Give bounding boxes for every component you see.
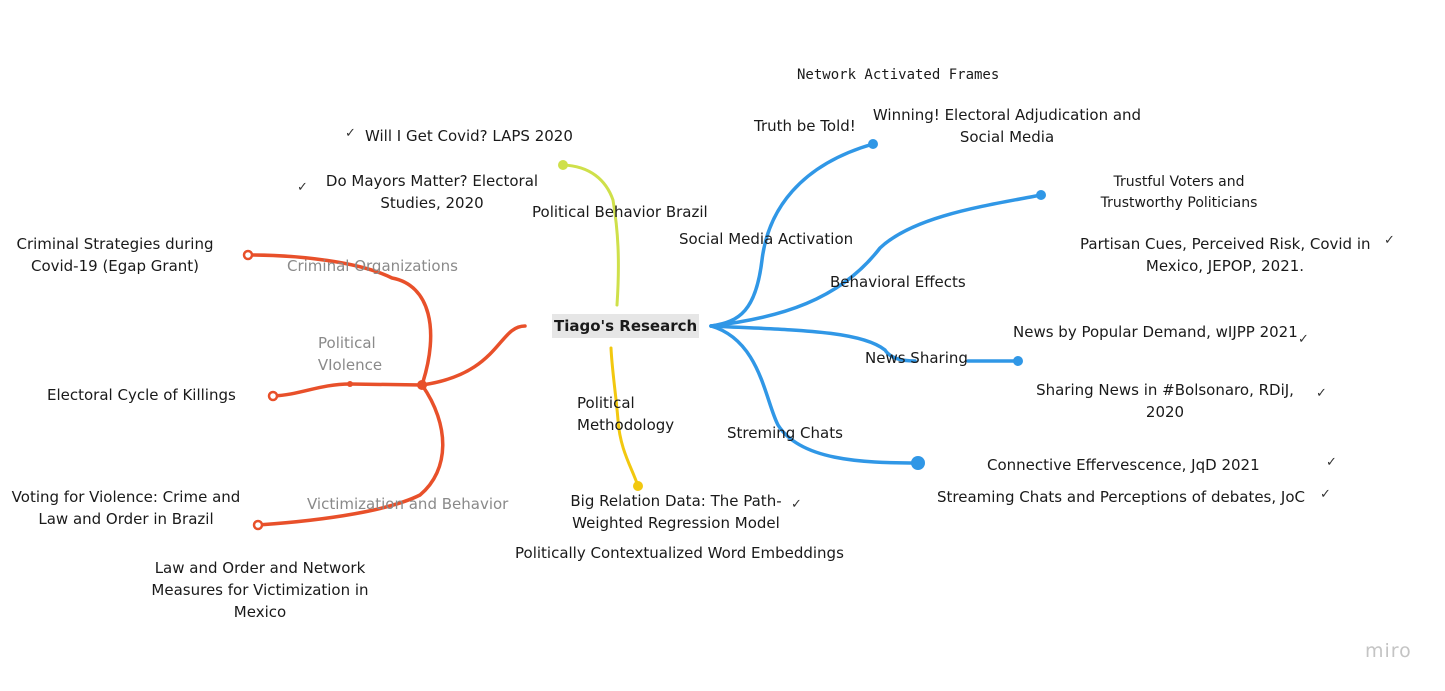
check-icon: ✓ bbox=[1316, 386, 1327, 401]
connector-political-methodology bbox=[609, 346, 640, 488]
connector-electoral-cycle bbox=[271, 382, 352, 398]
leaf-winning-line-1: Winning! Electoral Adjudication and bbox=[872, 106, 1142, 124]
leaf-electoral-cycle[interactable]: Electoral Cycle of Killings bbox=[47, 386, 236, 404]
connector-behavioral-effects bbox=[709, 193, 1043, 328]
check-icon: ✓ bbox=[1320, 487, 1331, 502]
connector-victimization bbox=[256, 383, 445, 527]
check-icon: ✓ bbox=[297, 180, 308, 195]
leaf-connective[interactable]: Connective Effervescence, JqD 2021 bbox=[987, 456, 1260, 474]
check-icon: ✓ bbox=[1326, 455, 1337, 470]
check-icon: ✓ bbox=[345, 126, 356, 141]
streaming-chats-node[interactable] bbox=[911, 456, 925, 470]
leaf-covid-laps[interactable]: Will I Get Covid? LAPS 2020 bbox=[365, 127, 573, 145]
miro-logo: miro bbox=[1365, 640, 1412, 662]
leaf-criminal-strategies[interactable]: Criminal Strategies during Covid-19 (Ega… bbox=[10, 233, 220, 277]
branch-social-media[interactable]: Social Media Activation bbox=[679, 230, 854, 248]
leaf-sharing-news-line-2: 2020 bbox=[1145, 403, 1185, 421]
blue-branches bbox=[709, 142, 1043, 465]
violence-hub-node[interactable] bbox=[417, 380, 427, 390]
political-violence-node[interactable] bbox=[347, 381, 353, 387]
leaf-voting-violence-line-2: Law and Order in Brazil bbox=[38, 510, 214, 528]
branch-political-methodology-line-1: Political bbox=[577, 394, 635, 412]
leaf-network-frames[interactable]: Network Activated Frames bbox=[797, 67, 1000, 83]
political-methodology-node[interactable] bbox=[633, 481, 643, 491]
leaf-streaming-perceptions[interactable]: Streaming Chats and Perceptions of debat… bbox=[937, 488, 1305, 506]
leaf-criminal-strategies-line-1: Criminal Strategies during bbox=[16, 235, 214, 253]
branch-behavioral-effects[interactable]: Behavioral Effects bbox=[830, 273, 966, 291]
connector-streaming-chats bbox=[709, 324, 920, 465]
leaf-law-order-line-1: Law and Order and Network bbox=[154, 559, 366, 577]
leaf-winning[interactable]: Winning! Electoral Adjudication and Soci… bbox=[872, 104, 1142, 148]
branch-political-methodology[interactable]: Political Methodology bbox=[577, 392, 674, 436]
voting-violence-node[interactable] bbox=[252, 519, 264, 531]
leaf-truth-told[interactable]: Truth be Told! bbox=[754, 117, 856, 135]
leaf-news-demand[interactable]: News by Popular Demand, wIJPP 2021 bbox=[1013, 323, 1298, 341]
criminal-strategies-node[interactable] bbox=[242, 249, 254, 261]
branch-political-methodology-line-2: Methodology bbox=[577, 416, 675, 434]
leaf-sharing-news[interactable]: Sharing News in #Bolsonaro, RDiJ, 2020 bbox=[1033, 379, 1297, 423]
branch-news-sharing[interactable]: News Sharing bbox=[865, 349, 968, 367]
branch-political-behavior-brazil[interactable]: Political Behavior Brazil bbox=[532, 203, 708, 221]
branch-criminal-organizations[interactable]: Criminal Organizations bbox=[287, 257, 458, 275]
electoral-cycle-node[interactable] bbox=[267, 390, 279, 402]
leaf-law-order[interactable]: Law and Order and Network Measures for V… bbox=[140, 557, 380, 623]
branch-streaming-chats[interactable]: Streming Chats bbox=[727, 424, 843, 442]
connector-political-behavior-brazil bbox=[561, 163, 620, 307]
leaf-mayors[interactable]: Do Mayors Matter? Electoral Studies, 202… bbox=[318, 170, 546, 214]
check-icon: ✓ bbox=[1298, 332, 1309, 347]
leaf-trustful[interactable]: Trustful Voters and Trustworthy Politici… bbox=[1089, 172, 1269, 214]
branch-political-violence-line-1: Political bbox=[318, 334, 376, 352]
branch-political-violence[interactable]: Political VIolence bbox=[300, 332, 400, 376]
red-branches bbox=[246, 253, 527, 527]
leaf-partisan-cues[interactable]: Partisan Cues, Perceived Risk, Covid in … bbox=[1080, 233, 1371, 277]
root-node[interactable]: Tiago's Research bbox=[552, 314, 700, 338]
leaf-law-order-line-3: Mexico bbox=[233, 603, 287, 621]
social-media-node[interactable] bbox=[868, 139, 878, 149]
connector-criminal-organizations bbox=[246, 253, 433, 387]
connector-root-violence bbox=[420, 324, 527, 387]
leaf-mayors-line-2: Studies, 2020 bbox=[380, 194, 484, 212]
political-behavior-node[interactable] bbox=[558, 160, 568, 170]
branch-victimization[interactable]: Victimization and Behavior bbox=[307, 495, 509, 513]
leaf-big-relation[interactable]: Big Relation Data: The Path- Weighted Re… bbox=[562, 490, 790, 534]
behavioral-effects-node[interactable] bbox=[1036, 190, 1046, 200]
leaf-partisan-cues-line-1: Partisan Cues, Perceived Risk, Covid in bbox=[1080, 235, 1371, 253]
leaf-mayors-line-1: Do Mayors Matter? Electoral bbox=[325, 172, 539, 190]
leaf-law-order-line-2: Measures for Victimization in bbox=[151, 581, 369, 599]
connector-news-sharing bbox=[709, 324, 917, 363]
leaf-criminal-strategies-line-2: Covid-19 (Egap Grant) bbox=[30, 257, 200, 275]
leaf-voting-violence-line-1: Voting for Violence: Crime and bbox=[11, 488, 241, 506]
leaf-big-relation-line-1: Big Relation Data: The Path- bbox=[570, 492, 782, 510]
leaf-trustful-line-1: Trustful Voters and bbox=[1113, 174, 1245, 190]
leaf-winning-line-2: Social Media bbox=[959, 128, 1055, 146]
leaf-partisan-cues-line-2: Mexico, JEPOP, 2021. bbox=[1145, 257, 1305, 275]
leaf-voting-violence[interactable]: Voting for Violence: Crime and Law and O… bbox=[8, 486, 244, 530]
check-icon: ✓ bbox=[1384, 233, 1395, 248]
leaf-big-relation-line-2: Weighted Regression Model bbox=[572, 514, 780, 532]
news-sharing-node[interactable] bbox=[1013, 356, 1023, 366]
leaf-trustful-line-2: Trustworthy Politicians bbox=[1100, 195, 1258, 211]
leaf-sharing-news-line-1: Sharing News in #Bolsonaro, RDiJ, bbox=[1036, 381, 1294, 399]
leaf-word-embeddings[interactable]: Politically Contextualized Word Embeddin… bbox=[515, 544, 844, 562]
connector-social-media bbox=[709, 142, 875, 328]
branch-political-violence-line-2: VIolence bbox=[317, 356, 383, 374]
connector-political-violence bbox=[348, 382, 424, 387]
check-icon: ✓ bbox=[791, 497, 802, 512]
